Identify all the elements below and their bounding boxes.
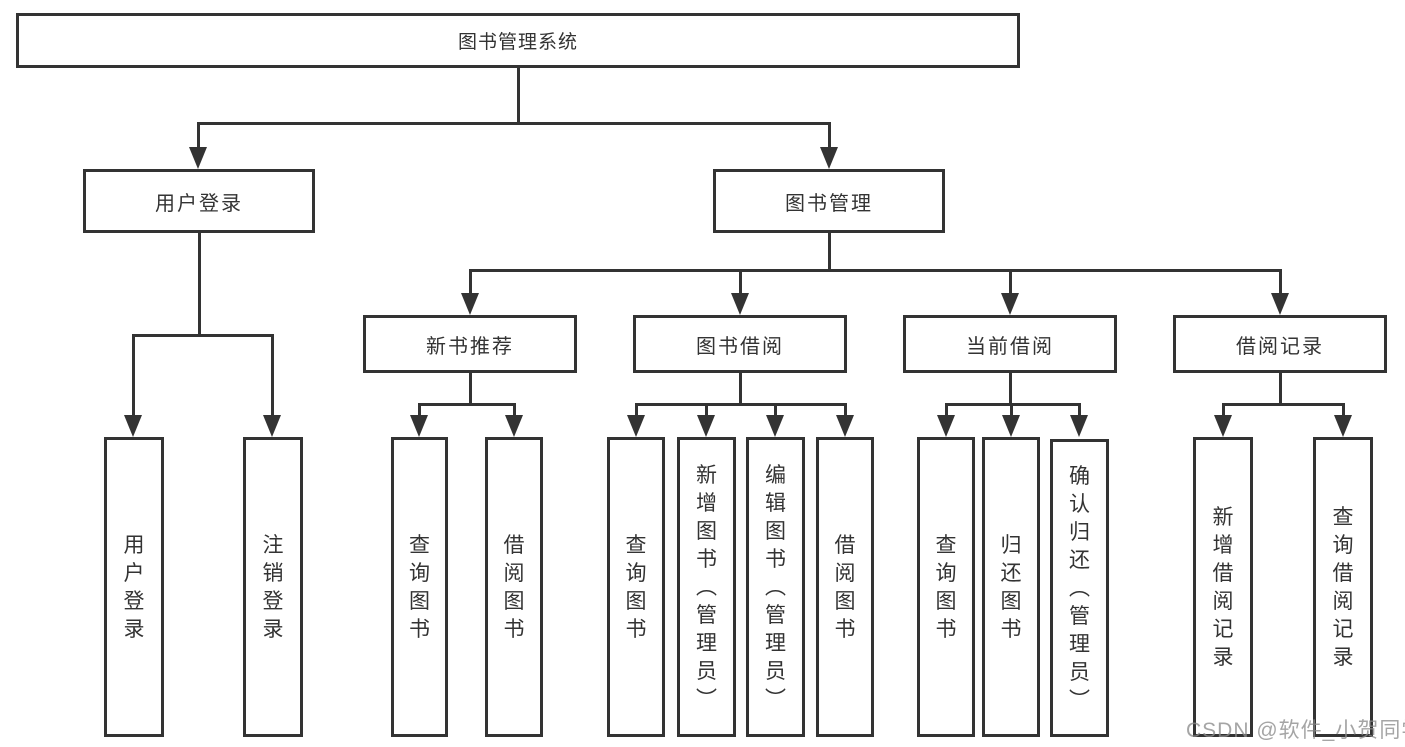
- arrowhead-down: [731, 293, 749, 315]
- leaf-borrow-query-book: 查询图书: [607, 437, 665, 737]
- connector-line: [635, 403, 638, 417]
- node-library-system: 图书管理系统: [16, 13, 1020, 68]
- leaf-logout: 注销登录: [243, 437, 303, 737]
- arrowhead-down: [189, 147, 207, 169]
- node-book-borrowing: 图书借阅: [633, 315, 847, 373]
- node-new-book-recommendation: 新书推荐: [363, 315, 577, 373]
- arrowhead-down: [766, 415, 784, 437]
- arrowhead-down: [627, 415, 645, 437]
- arrowhead-down: [820, 147, 838, 169]
- node-user-login: 用户登录: [83, 169, 315, 233]
- leaf-newbook-borrow-book: 借阅图书: [485, 437, 543, 737]
- connector-line: [418, 403, 516, 406]
- leaf-newbook-query-book: 查询图书: [391, 437, 448, 737]
- connector-line: [774, 403, 777, 417]
- leaf-current-query-book: 查询图书: [917, 437, 975, 737]
- arrowhead-down: [124, 415, 142, 437]
- connector-line: [844, 403, 847, 417]
- node-label: 当前借阅: [966, 335, 1054, 358]
- connector-line: [198, 233, 201, 336]
- arrowhead-down: [697, 415, 715, 437]
- connector-line: [635, 403, 846, 406]
- arrowhead-down: [1271, 293, 1289, 315]
- leaf-record-add-record: 新增借阅记录: [1193, 437, 1253, 737]
- connector-line: [739, 269, 742, 295]
- connector-line: [469, 269, 1282, 272]
- arrowhead-down: [1001, 293, 1019, 315]
- connector-line: [828, 233, 831, 271]
- node-label: 图书借阅: [696, 335, 784, 358]
- arrowhead-down: [937, 415, 955, 437]
- arrowhead-down: [836, 415, 854, 437]
- connector-line: [945, 403, 948, 417]
- leaf-borrow-edit-book-admin: 编辑图书︵管理员︶: [746, 437, 805, 737]
- connector-line: [1222, 403, 1225, 417]
- node-label: 图书管理: [785, 192, 873, 215]
- leaf-borrow-add-book-admin: 新增图书︵管理员︶: [677, 437, 736, 737]
- connector-line: [513, 403, 516, 417]
- connector-line: [739, 373, 742, 405]
- connector-line: [705, 403, 708, 417]
- node-label: 图书管理系统: [457, 32, 578, 53]
- connector-line: [418, 403, 421, 417]
- arrowhead-down: [263, 415, 281, 437]
- node-current-borrowing: 当前借阅: [903, 315, 1117, 373]
- node-book-management: 图书管理: [713, 169, 945, 233]
- connector-line: [1010, 403, 1013, 417]
- connector-line: [197, 122, 200, 149]
- leaf-user-login: 用户登录: [104, 437, 164, 737]
- node-borrowing-records: 借阅记录: [1173, 315, 1387, 373]
- connector-line: [132, 334, 274, 337]
- connector-line: [1009, 373, 1012, 405]
- connector-line: [271, 334, 274, 418]
- leaf-current-confirm-return-admin: 确认归还︵管理员︶: [1050, 439, 1109, 737]
- arrowhead-down: [1070, 415, 1088, 437]
- connector-line: [1009, 269, 1012, 295]
- connector-line: [469, 373, 472, 405]
- connector-line: [1222, 403, 1344, 406]
- connector-line: [1078, 403, 1081, 417]
- connector-line: [828, 122, 831, 149]
- csdn-watermark: CSDN @软件_小贺同学: [1186, 719, 1405, 742]
- connector-line: [469, 269, 472, 295]
- connector-line: [132, 334, 135, 418]
- connector-line: [1342, 403, 1345, 417]
- node-label: 借阅记录: [1236, 335, 1324, 358]
- leaf-current-return-book: 归还图书: [982, 437, 1040, 737]
- connector-line: [945, 403, 1081, 406]
- arrowhead-down: [1214, 415, 1232, 437]
- arrowhead-down: [1334, 415, 1352, 437]
- node-label: 用户登录: [155, 192, 243, 215]
- leaf-borrow-borrow-book: 借阅图书: [816, 437, 874, 737]
- connector-line: [1279, 373, 1282, 405]
- connector-line: [517, 68, 520, 125]
- leaf-record-query-record: 查询借阅记录: [1313, 437, 1373, 737]
- node-label: 新书推荐: [426, 335, 514, 358]
- arrowhead-down: [461, 293, 479, 315]
- connector-line: [1279, 269, 1282, 295]
- arrowhead-down: [410, 415, 428, 437]
- arrowhead-down: [505, 415, 523, 437]
- connector-line: [197, 122, 831, 125]
- arrowhead-down: [1002, 415, 1020, 437]
